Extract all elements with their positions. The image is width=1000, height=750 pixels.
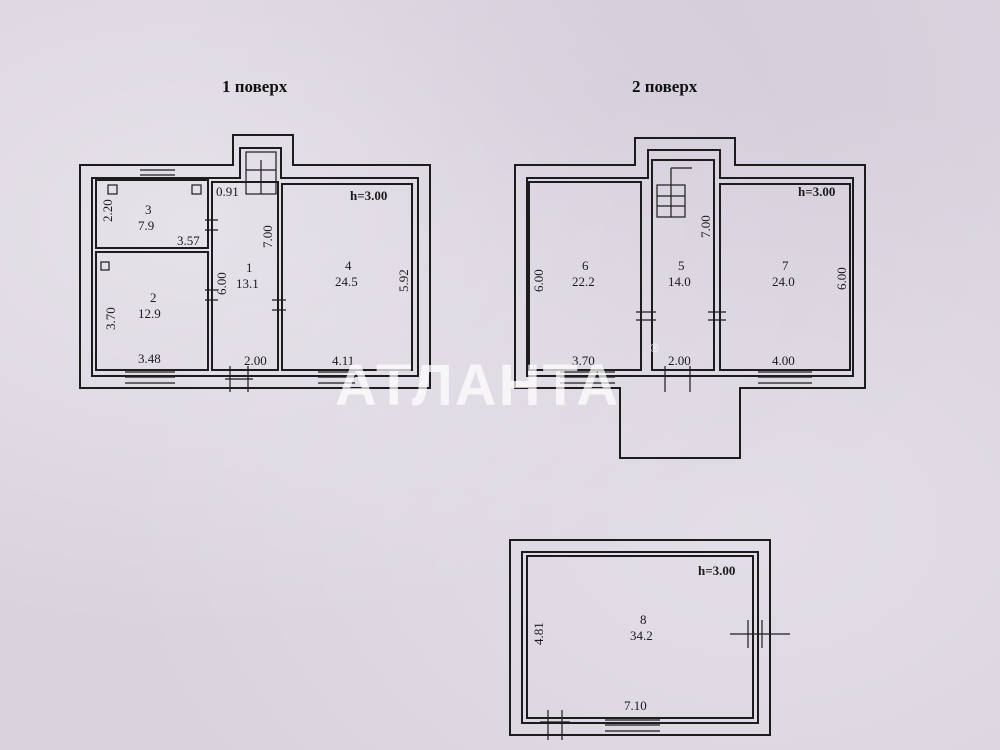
room-8-number: 8: [640, 612, 647, 627]
floor-2-outer-wall: [514, 137, 866, 459]
room-8-outer-wall: [509, 539, 771, 736]
room-4-outline: [281, 183, 413, 371]
floor-2-title: 2 поверх: [632, 77, 698, 96]
room-5-number: 5: [678, 258, 685, 273]
dim-room-7-bottom: 4.00: [772, 353, 795, 368]
bath-fixture: [107, 184, 118, 195]
room-8-height-label: h=3.00: [698, 563, 735, 578]
door-room-6: [636, 311, 656, 321]
floor-1-window-top: [140, 164, 175, 176]
dim-room-3-bottom: 3.57: [177, 233, 200, 248]
dim-room-2-side: 3.70: [103, 307, 118, 330]
door-room-4: [272, 299, 286, 311]
room-6-outline: [528, 181, 642, 371]
dim-room-4-bottom: 4.11: [332, 353, 354, 368]
dim-room-5-bottom: 2.00: [668, 353, 691, 368]
dim-hall-side: 6.00: [214, 272, 229, 295]
floor-2-window-right: [758, 371, 812, 384]
room-4-area: 24.5: [335, 274, 358, 289]
room-5-area: 14.0: [668, 274, 691, 289]
room-7-area: 24.0: [772, 274, 795, 289]
floor-2-stair-steps: [657, 167, 692, 217]
room-5-outline: [651, 159, 715, 371]
dim-room-8-side: 4.81: [531, 622, 546, 645]
room-8-area: 34.2: [630, 628, 653, 643]
floor-2-plan: 2 поверх h=3.00 6 22.2 5 14.0 7 24.0 6.0…: [514, 77, 866, 459]
door-room-2: [205, 289, 218, 301]
dim-room-2-bottom: 3.48: [138, 351, 161, 366]
floor-1-plan: 1 поверх h=3.00 3 7.9 2 12.9 1 13.1 4 24…: [79, 77, 431, 392]
floor-1-entrance-door: [225, 366, 253, 392]
dim-hall-length: 7.00: [260, 225, 275, 248]
floor-2-door: [664, 366, 691, 392]
room-8-outline: [526, 555, 754, 719]
room-7-number: 7: [782, 258, 789, 273]
floor-1-window-bottom-left: [125, 371, 175, 384]
room-8-door-right: [730, 620, 790, 648]
room-2-number: 2: [150, 290, 157, 305]
watermark-registered-mark: ®: [650, 341, 659, 355]
dim-room-6-bottom: 3.70: [572, 353, 595, 368]
room-2-outline: [95, 251, 209, 371]
room-8-window: [605, 719, 660, 732]
floor-2-window-left: [560, 371, 615, 384]
room-1-outline: [211, 181, 279, 371]
dim-stair-width: 0.91: [216, 184, 239, 199]
room-7-outline: [719, 183, 851, 371]
dim-hall-bottom: 2.00: [244, 353, 267, 368]
watermark-logo-text: АТЛАНТА: [335, 353, 620, 418]
floor-1-stair-steps: [246, 160, 276, 194]
dim-room-4-side: 5.92: [396, 269, 411, 292]
room-8-inner-wall: [521, 551, 759, 724]
floor-1-window-bottom-right: [318, 371, 355, 384]
room-8-door-bottom: [540, 710, 570, 740]
floor-1-outer-wall: [79, 134, 431, 389]
room-1-number: 1: [246, 260, 253, 275]
dim-room-7-side: 6.00: [834, 267, 849, 290]
watermark: АТЛАНТА ®: [335, 341, 659, 418]
dim-room-5-length: 7.00: [698, 215, 713, 238]
floor-2-inner-wall: [526, 149, 854, 377]
floor-1-title: 1 поверх: [222, 77, 288, 96]
room-4-number: 4: [345, 258, 352, 273]
room-2-area: 12.9: [138, 306, 161, 321]
dim-room-6-side: 6.00: [531, 269, 546, 292]
floor-2-height-label: h=3.00: [798, 184, 835, 199]
dim-room-8-bottom: 7.10: [624, 698, 647, 713]
sink-fixture: [191, 184, 202, 195]
room-1-area: 13.1: [236, 276, 259, 291]
room-6-number: 6: [582, 258, 589, 273]
room-8-plan: h=3.00 8 34.2 4.81 7.10: [509, 539, 790, 740]
floor-1-inner-wall: [91, 147, 419, 377]
room-3-outline: [95, 179, 209, 249]
room-6-area: 22.2: [572, 274, 595, 289]
dim-room-3-side: 2.20: [100, 199, 115, 222]
door-room-3: [205, 219, 218, 231]
door-room-7: [708, 311, 726, 321]
heater-fixture: [100, 261, 110, 271]
room-3-area: 7.9: [138, 218, 154, 233]
room-3-number: 3: [145, 202, 152, 217]
floor-1-height-label: h=3.00: [350, 188, 387, 203]
